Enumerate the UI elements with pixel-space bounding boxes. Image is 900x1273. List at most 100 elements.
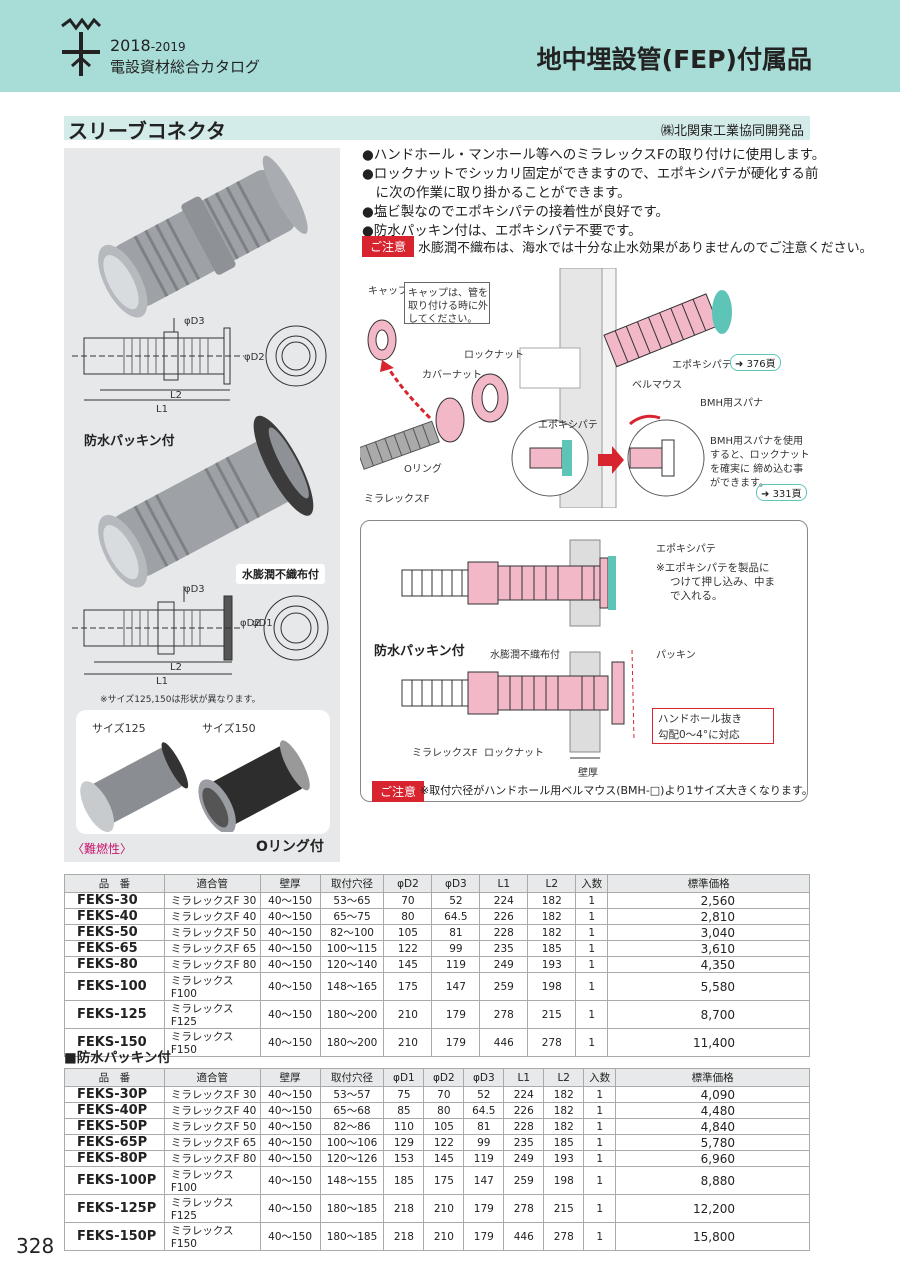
table-cell: 180～200	[319, 1000, 385, 1029]
table-cell: ミラレックスF 30	[163, 892, 261, 909]
table-cell: 180～200	[319, 1028, 385, 1057]
column-header: 取付穴径	[319, 1068, 385, 1087]
bellmouth-label: ベルマウス	[632, 380, 682, 391]
table-cell: 40～150	[259, 1000, 321, 1029]
table-cell: 228	[503, 1118, 545, 1135]
table-cell: 446	[479, 1028, 529, 1057]
price-cell: 4,350	[607, 956, 810, 973]
caution-badge-2: ご注意	[372, 781, 425, 802]
dimension-drawing-1	[72, 318, 327, 401]
table-cell: 228	[479, 924, 529, 941]
caution-badge-1: ご注意	[362, 236, 415, 257]
product-code-cell: FEKS-65	[64, 940, 165, 957]
column-header: φD2	[383, 874, 433, 893]
section-miralex-label: ミラレックスF	[412, 748, 478, 759]
table-cell: 40～150	[259, 1028, 321, 1057]
table-cell: 210	[423, 1194, 465, 1223]
table-cell: 1	[575, 940, 609, 957]
table-cell: 182	[543, 1118, 585, 1135]
section-epoxy-note-2: つけて押し込み、中ま	[670, 576, 775, 588]
size-variant-photos	[80, 740, 310, 832]
price-cell: 3,610	[607, 940, 810, 957]
cap-label: キャップ	[368, 286, 408, 297]
product-code-cell: FEKS-80P	[64, 1150, 165, 1167]
table-cell: 105	[423, 1118, 465, 1135]
section-epoxy-note-1: ※エポキシパテを製品に	[656, 562, 770, 574]
table-cell: 85	[383, 1102, 425, 1119]
price-cell: 5,580	[607, 972, 810, 1001]
sleeve-connector-waterproof-photo	[98, 415, 314, 588]
product-code-cell: FEKS-125P	[64, 1194, 165, 1223]
section-waterproof-label: 防水パッキン付	[374, 644, 465, 659]
epoxy-ref-badge: ➜ 376頁	[730, 354, 781, 371]
table-cell: 40～150	[259, 1086, 321, 1103]
waterproof-table-title: ■防水パッキン付	[64, 1050, 171, 1066]
feature-line-3: に次の作業に取り掛かることができます。	[362, 185, 631, 201]
product-code-cell: FEKS-30P	[64, 1086, 165, 1103]
section-locknut-label: ロックナット	[484, 748, 544, 759]
locknut-label: ロックナット	[464, 350, 524, 361]
table-cell: 215	[527, 1000, 577, 1029]
table-cell: 40～150	[259, 892, 321, 909]
table-cell: 75	[383, 1086, 425, 1103]
table-cell: 148～155	[319, 1166, 385, 1195]
price-cell: 3,040	[607, 924, 810, 941]
table-cell: 81	[463, 1118, 505, 1135]
cross-section-frame	[360, 520, 808, 802]
table-cell: 147	[463, 1166, 505, 1195]
size125-label: サイズ125	[92, 722, 146, 735]
table-cell: 53～65	[319, 892, 385, 909]
table-cell: 1	[575, 892, 609, 909]
table-cell: 40～150	[259, 1166, 321, 1195]
bmh-spanner-label: BMH用スパナ	[700, 398, 764, 409]
table-cell: 226	[503, 1102, 545, 1119]
table-cell: 147	[431, 972, 481, 1001]
table-cell: ミラレックスF100	[163, 1166, 261, 1195]
table-cell: 120～140	[319, 956, 385, 973]
page-header: 2018-2019 電設資材総合カタログ 地中埋設管(FEP)付属品	[0, 0, 900, 92]
table-cell: 145	[423, 1150, 465, 1167]
table-cell: 278	[503, 1194, 545, 1223]
product-code-cell: FEKS-125	[64, 1000, 165, 1029]
epoxy-label: エポキシパテ	[672, 360, 732, 371]
section-title: スリーブコネクタ	[68, 119, 226, 143]
table-cell: 259	[479, 972, 529, 1001]
table-cell: 1	[575, 908, 609, 925]
column-header: φD3	[431, 874, 481, 893]
column-header: L1	[479, 874, 529, 893]
table-cell: 122	[383, 940, 433, 957]
table-cell: 153	[383, 1150, 425, 1167]
table-cell: ミラレックスF 80	[163, 956, 261, 973]
product-code-cell: FEKS-150	[64, 1028, 165, 1057]
table-cell: ミラレックスF 40	[163, 908, 261, 925]
product-code-cell: FEKS-50	[64, 924, 165, 941]
price-cell: 5,780	[615, 1134, 810, 1151]
handhole-note-line-2: 勾配0～4°に対応	[658, 729, 740, 741]
table-cell: 82～86	[319, 1118, 385, 1135]
table-cell: 40～150	[259, 1134, 321, 1151]
table-cell: 1	[575, 956, 609, 973]
table-cell: 218	[383, 1222, 425, 1251]
price-cell: 2,560	[607, 892, 810, 909]
table-cell: 40～150	[259, 1194, 321, 1223]
table-cell: ミラレックスF150	[163, 1222, 261, 1251]
section-epoxy-note-3: で入れる。	[670, 590, 723, 602]
feature-line-5: ●防水パッキン付は、エポキシパテ不要です。	[362, 223, 642, 239]
table-cell: ミラレックスF 80	[163, 1150, 261, 1167]
product-illustrations	[72, 155, 329, 675]
table-cell: 179	[463, 1222, 505, 1251]
miralex-label: ミラレックスF	[364, 494, 430, 505]
cap-note-line-3: してください。	[408, 314, 478, 325]
section-bar	[64, 116, 810, 140]
column-header: 入数	[583, 1068, 617, 1087]
table-cell: ミラレックスF 40	[163, 1102, 261, 1119]
column-header: 適合管	[163, 1068, 261, 1087]
table-cell: 40～150	[259, 908, 321, 925]
handhole-note-line-1: ハンドホール抜き	[658, 713, 742, 725]
